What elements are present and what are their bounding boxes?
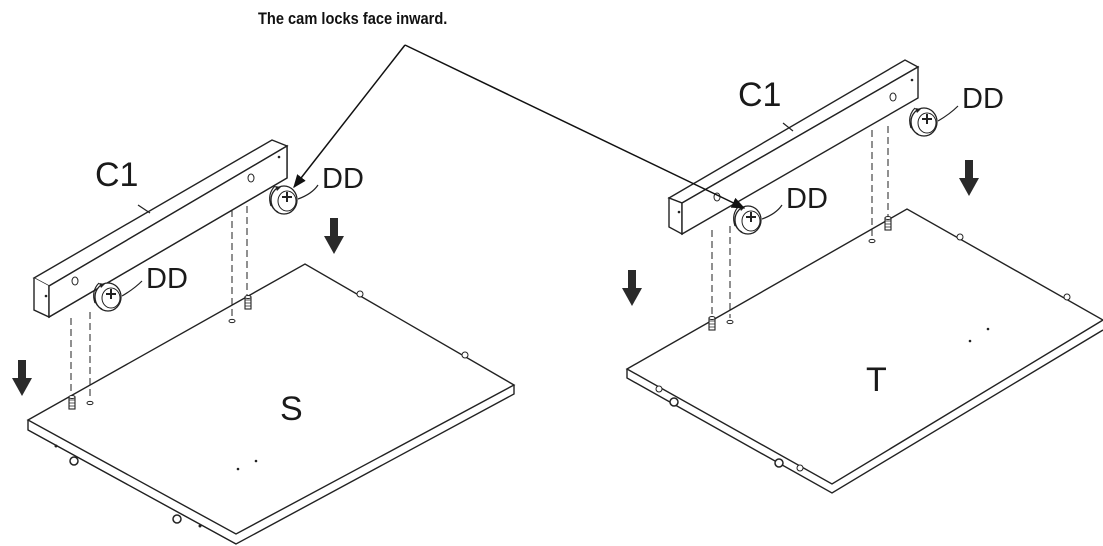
cam-label-left-2: DD xyxy=(322,163,364,195)
rail-c1-left xyxy=(32,139,289,319)
down-arrow-left-2 xyxy=(324,218,344,254)
panel-label-s: S xyxy=(280,390,303,428)
cam-label-right-2: DD xyxy=(962,83,1004,115)
guide-lines-left xyxy=(70,206,248,398)
down-arrow-right-2 xyxy=(959,160,979,196)
panel-label-t: T xyxy=(866,361,887,399)
rail-label-right: C1 xyxy=(738,76,782,114)
cam-label-right-1: DD xyxy=(786,183,828,215)
down-arrow-left-1 xyxy=(12,360,32,396)
callout-arrows xyxy=(293,44,746,209)
cam-lock-right-1 xyxy=(732,205,762,235)
cam-lock-left-2 xyxy=(268,185,298,215)
panel-t xyxy=(625,208,1103,494)
dowels xyxy=(68,215,892,410)
leader-lines xyxy=(121,105,959,297)
panel-s xyxy=(26,263,516,545)
guide-lines-right xyxy=(711,126,889,318)
down-arrow-right-1 xyxy=(622,270,642,306)
rail-label-left: C1 xyxy=(95,156,139,194)
rail-c1-right xyxy=(667,59,920,236)
cam-lock-right-2 xyxy=(908,107,938,137)
cam-label-left-1: DD xyxy=(146,263,188,295)
callout-caption: The cam locks face inward. xyxy=(258,9,448,28)
